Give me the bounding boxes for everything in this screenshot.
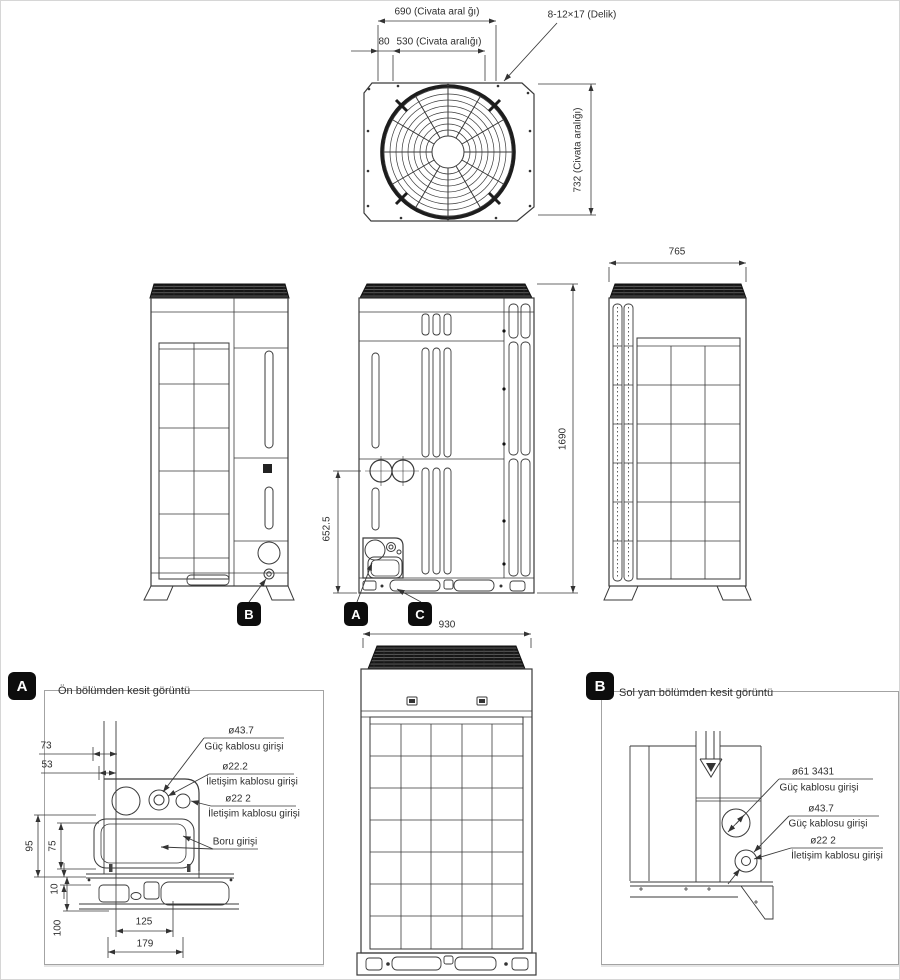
ann-a-text-2: İletişim kablosu girişi <box>208 808 300 820</box>
ann-b-dia-2: ø22 2 <box>810 835 836 847</box>
dim-a-53: 53 <box>41 759 53 771</box>
detail-a-box <box>44 690 324 965</box>
dim-a-179: 179 <box>136 938 154 950</box>
ann-a-dia-1: ø22.2 <box>222 761 248 773</box>
rear-view-drawing <box>356 631 537 976</box>
dim-top-bolt-width: 690 (Civata aral ğı) <box>394 6 480 18</box>
ann-b-text-0: Güç kablosu girişi <box>779 782 859 794</box>
detail-b-callout: B <box>586 672 614 700</box>
detail-b-box <box>601 691 899 965</box>
ann-a-dia-0: ø43.7 <box>228 725 254 737</box>
left-side-view-drawing <box>143 283 295 603</box>
dim-a-75: 75 <box>47 840 59 852</box>
ann-b-dia-0: ø61 3431 <box>791 766 835 778</box>
ann-b-text-1: Güç kablosu girişi <box>788 818 868 830</box>
ann-a-text-3: Boru girişi <box>212 836 258 848</box>
dim-depth-765: 765 <box>668 246 686 258</box>
dim-a-125: 125 <box>135 916 153 928</box>
ann-b-text-2: İletişim kablosu girişi <box>791 850 883 862</box>
dim-top-530: 530 (Civata aralığı) <box>396 36 482 48</box>
ann-a-text-0: Güç kablosu girişi <box>204 741 284 753</box>
detail-a-callout: A <box>8 672 36 700</box>
dim-a-10: 10 <box>49 883 61 895</box>
detail-b-title: Sol yan bölümden kesit görüntü <box>619 687 774 699</box>
dim-a-100: 100 <box>52 919 64 937</box>
dim-652-5: 652.5 <box>321 516 333 542</box>
label-holes: 8-12×17 (Delik) <box>547 9 617 21</box>
top-view-drawing <box>351 18 596 222</box>
ann-b-dia-1: ø43.7 <box>808 803 834 815</box>
detail-a-drawing <box>34 721 296 958</box>
front-view-drawing <box>333 283 578 603</box>
dim-height-1690: 1690 <box>557 427 569 451</box>
callout-b: B <box>237 602 261 626</box>
detail-a-title: Ön bölümden kesit görüntü <box>58 685 191 697</box>
dim-a-95: 95 <box>24 840 36 852</box>
right-side-view-drawing <box>603 260 752 601</box>
ann-a-text-1: İletişim kablosu girişi <box>206 776 298 788</box>
ann-a-dia-2: ø22 2 <box>225 793 251 805</box>
dim-top-bolt-height: 732 (Civata aralığı) <box>572 107 584 193</box>
dim-top-80: 80 <box>378 36 390 48</box>
callout-a: A <box>344 602 368 626</box>
callout-c: C <box>408 602 432 626</box>
dim-a-73: 73 <box>40 740 52 752</box>
detail-b-drawing <box>629 731 883 920</box>
dim-width-930: 930 <box>438 619 456 631</box>
